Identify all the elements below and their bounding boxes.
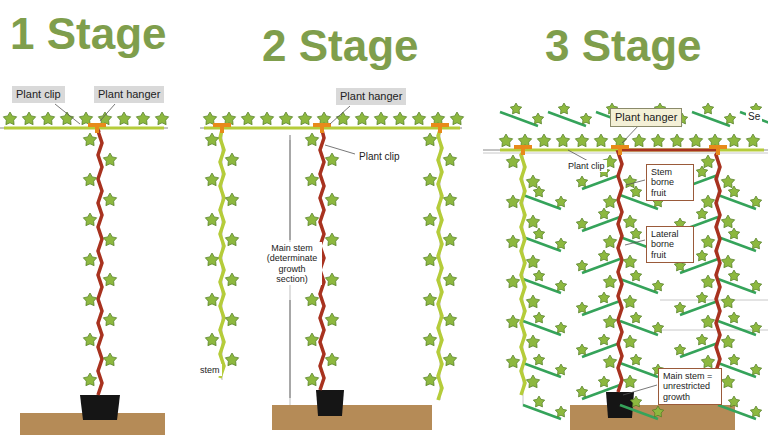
part-label: Plant clip bbox=[357, 150, 402, 164]
callout-text: Main stem = unrestricted growth bbox=[663, 371, 717, 402]
callout-text: Plant clip bbox=[16, 88, 61, 101]
stage-heading: 3 Stage bbox=[545, 24, 702, 68]
callout-box: Main stem = unrestricted growth bbox=[658, 368, 722, 405]
part-label: stem bbox=[198, 364, 222, 376]
callout-box: Stem borne fruit bbox=[646, 164, 694, 201]
callout-box: Plant clip bbox=[12, 86, 65, 103]
callout-text: Stem borne fruit bbox=[651, 167, 689, 198]
stage-heading: 1 Stage bbox=[10, 12, 167, 56]
callout-text: Plant hanger bbox=[340, 90, 402, 103]
callout-text: Lateral borne fruit bbox=[651, 229, 689, 260]
callout-box: Plant hanger bbox=[610, 108, 682, 127]
callout-box: Plant hanger bbox=[336, 88, 406, 105]
callout-text: Plant hanger bbox=[615, 111, 677, 124]
callout-box: Plant hanger bbox=[94, 86, 164, 103]
part-label: Plant clip bbox=[566, 160, 607, 172]
callout-box: Lateral borne fruit bbox=[646, 226, 694, 263]
part-label: Se bbox=[746, 110, 762, 124]
part-label: Main stem (determinate growth section) bbox=[262, 242, 322, 285]
stage-heading: 2 Stage bbox=[262, 24, 419, 68]
callout-text: Plant hanger bbox=[98, 88, 160, 101]
